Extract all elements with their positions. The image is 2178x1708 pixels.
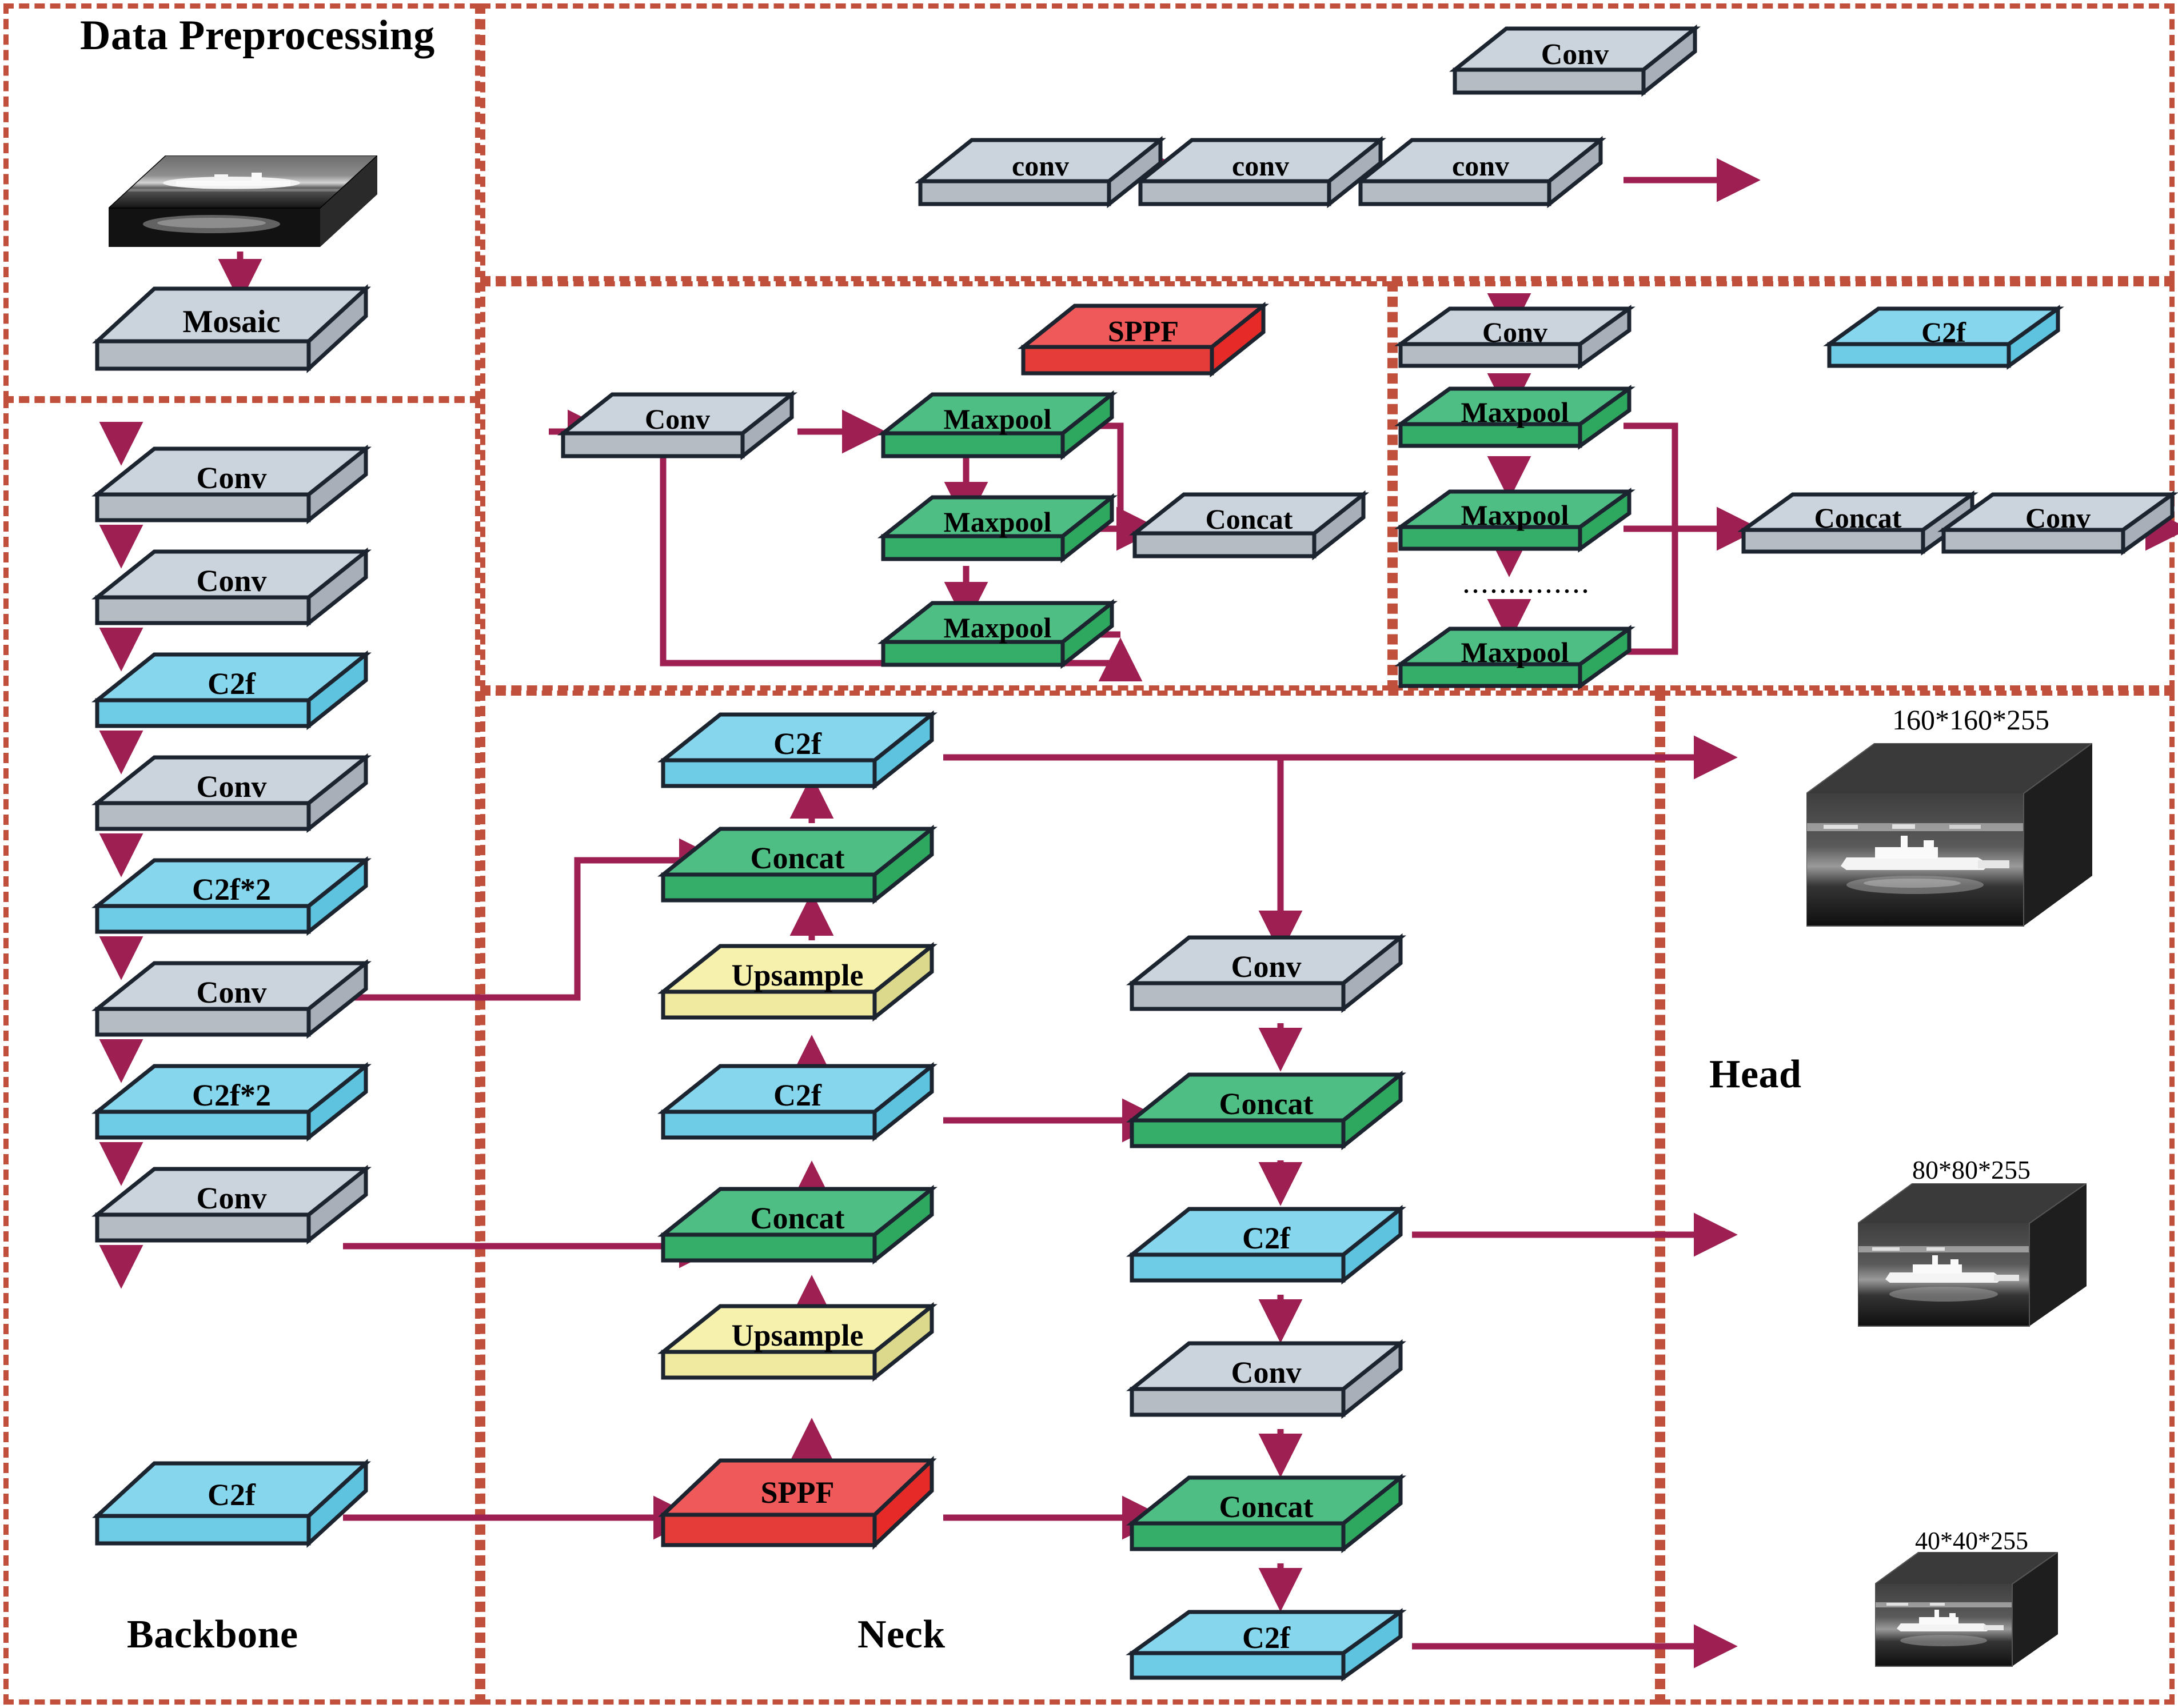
legend-sppf-block[interactable]: SPPF <box>1018 301 1269 397</box>
conv-detail-step-2[interactable]: conv <box>1355 135 1606 226</box>
block-mosaic[interactable]: Mosaic <box>92 284 371 394</box>
head-output-cube-0 <box>1806 743 2092 949</box>
block-backbone-2[interactable]: C2f <box>91 650 372 749</box>
caption-head: Head <box>1709 1052 1802 1096</box>
region-main <box>480 691 1660 1705</box>
sppf-detail-maxpool-1[interactable]: Maxpool <box>877 493 1118 580</box>
c2f-detail-conv[interactable]: Conv <box>1394 305 1636 389</box>
sppf-detail-concat[interactable]: Concat <box>1128 490 1370 577</box>
block-backbone-3[interactable]: Conv <box>91 753 372 852</box>
block-backbone-7[interactable]: Conv <box>91 1164 372 1263</box>
sppf-detail-maxpool-2[interactable]: Maxpool <box>877 598 1118 686</box>
block-neckright-4[interactable]: Concat <box>1126 1473 1406 1572</box>
block-neckright-0[interactable]: Conv <box>1126 933 1406 1032</box>
block-backbone-6[interactable]: C2f*2 <box>91 1061 372 1160</box>
c2f-detail-maxpool-top[interactable]: Maxpool <box>1394 385 1636 469</box>
block-backbone-1[interactable]: Conv <box>91 547 372 646</box>
caption-neck: Neck <box>857 1613 946 1657</box>
c2f-detail-concat[interactable]: Concat <box>1737 490 1978 574</box>
block-neckleft-1[interactable]: Concat <box>657 824 938 923</box>
block-neckleft-3[interactable]: C2f <box>657 1061 938 1160</box>
block-neckright-2[interactable]: C2f <box>1126 1204 1406 1303</box>
block-backbone-5[interactable]: Conv <box>91 959 372 1057</box>
caption-backbone: Backbone <box>127 1613 298 1657</box>
caption-data-preprocessing: Data Preprocessing <box>80 12 435 59</box>
block-backbone-4[interactable]: C2f*2 <box>91 856 372 955</box>
c2f-detail-ellipsis: .............. <box>1463 572 1591 598</box>
block-neckleft-6[interactable]: SPPF <box>658 1455 937 1572</box>
block-backbone-0[interactable]: Conv <box>91 444 372 543</box>
block-neckleft-5[interactable]: Upsample <box>657 1302 938 1400</box>
block-neckright-3[interactable]: Conv <box>1126 1339 1406 1438</box>
sppf-detail-maxpool-0[interactable]: Maxpool <box>877 390 1118 477</box>
legend-c2f-block[interactable]: C2f <box>1823 305 2064 389</box>
conv-detail-step-1[interactable]: conv <box>1135 135 1386 226</box>
head-output-cube-2 <box>1875 1552 2058 1678</box>
block-neckleft-4[interactable]: Concat <box>657 1184 938 1283</box>
head-output-label-1: 80*80*255 <box>1912 1155 2031 1184</box>
block-backbone-8[interactable]: C2f <box>92 1459 371 1569</box>
c2f-detail-output-conv[interactable]: Conv <box>1937 490 2178 574</box>
c2f-detail-maxpool-bottom[interactable]: Maxpool <box>1394 625 1636 709</box>
legend-conv-block[interactable]: Conv <box>1449 24 1701 114</box>
block-neckright-1[interactable]: Concat <box>1126 1070 1406 1169</box>
block-neckleft-2[interactable]: Upsample <box>657 941 938 1040</box>
input-thermal-image <box>109 155 377 261</box>
block-neckright-5[interactable]: C2f <box>1126 1608 1407 1698</box>
head-output-label-0: 160*160*255 <box>1892 704 2049 736</box>
c2f-detail-maxpool-mid[interactable]: Maxpool <box>1394 488 1636 572</box>
block-neckleft-0[interactable]: C2f <box>657 710 938 809</box>
head-output-label-2: 40*40*255 <box>1915 1527 2028 1555</box>
head-output-cube-1 <box>1858 1183 2087 1340</box>
sppf-detail-conv[interactable]: Conv <box>557 390 798 477</box>
conv-detail-step-0[interactable]: conv <box>915 135 1166 226</box>
